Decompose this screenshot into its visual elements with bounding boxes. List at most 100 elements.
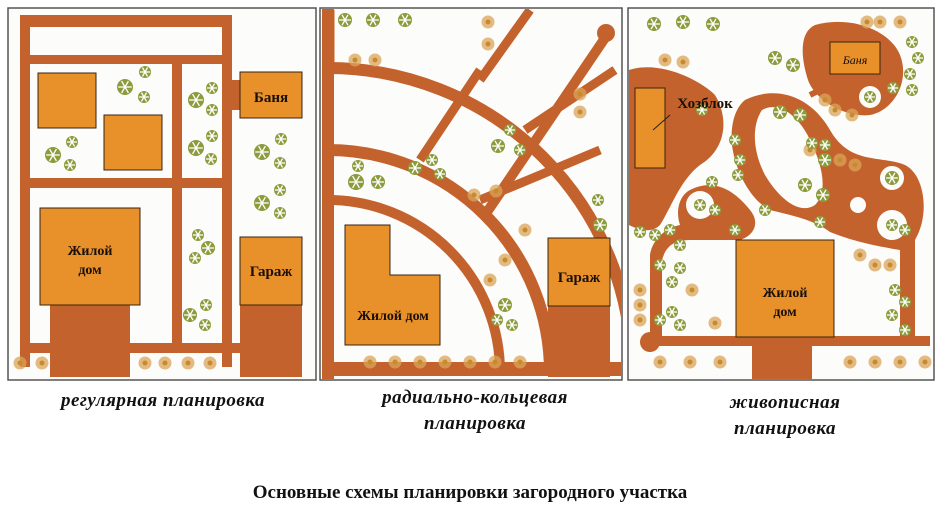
shrub-icon (833, 153, 847, 167)
tree-icon (706, 176, 718, 188)
tree-icon (906, 36, 918, 48)
radial-path (476, 9, 534, 83)
garage (547, 237, 611, 307)
tree-icon (434, 168, 446, 180)
tree-icon (45, 147, 61, 163)
diagram-title: Основные схемы планировки загородного уч… (252, 482, 688, 503)
shrub-icon (860, 15, 874, 29)
tree-icon (634, 226, 646, 238)
shrub-icon (633, 313, 647, 327)
shrub-icon (843, 355, 857, 369)
path-end (597, 24, 615, 42)
tree-icon (674, 239, 686, 251)
shrub-icon (463, 355, 477, 369)
path (172, 62, 182, 347)
shrub-icon (467, 188, 481, 202)
tree-icon (254, 144, 270, 160)
outbuilding (37, 72, 97, 129)
tree-icon (734, 154, 746, 166)
label-bath: Баня (254, 90, 288, 106)
shrub-icon (13, 356, 27, 370)
tree-icon (64, 159, 76, 171)
shrub-icon (438, 355, 452, 369)
shrub-icon (845, 108, 859, 122)
shrub-icon (818, 93, 832, 107)
tree-icon (274, 207, 286, 219)
tree-icon (899, 296, 911, 308)
tree-icon (408, 161, 422, 175)
shrub-icon (868, 258, 882, 272)
tree-icon (814, 216, 826, 228)
tree-icon (371, 175, 385, 189)
shrub-icon (676, 55, 690, 69)
shrub-icon (633, 283, 647, 297)
tree-icon (793, 108, 807, 122)
shrub-icon (481, 15, 495, 29)
tree-icon (816, 188, 830, 202)
ring-path (327, 62, 621, 318)
shrub-icon (653, 355, 667, 369)
tree-icon (759, 204, 771, 216)
tree-icon (696, 104, 708, 116)
shrub-icon (848, 158, 862, 172)
tree-icon (206, 82, 218, 94)
driveway (548, 305, 610, 377)
shrub-icon (893, 15, 907, 29)
driveway (752, 330, 812, 379)
tree-icon (676, 15, 690, 29)
tree-icon (192, 229, 204, 241)
panel-radial (319, 7, 623, 381)
garage (239, 236, 303, 306)
shrub-icon (573, 105, 587, 119)
tree-icon (506, 319, 518, 331)
tree-icon (504, 124, 516, 136)
shrub-icon (489, 184, 503, 198)
house (39, 207, 141, 306)
tree-icon (906, 84, 918, 96)
tree-icon (899, 224, 911, 236)
tree-icon (819, 139, 831, 151)
tree-icon (818, 153, 832, 167)
tree-icon (694, 199, 706, 211)
shrub-icon (413, 355, 427, 369)
tree-icon (649, 229, 661, 241)
path (222, 80, 242, 110)
tree-icon (491, 139, 505, 153)
tree-icon (729, 134, 741, 146)
tree-icon (206, 130, 218, 142)
shrub-icon (488, 355, 502, 369)
tree-icon (366, 13, 380, 27)
tree-icon (786, 58, 800, 72)
driveway (50, 305, 130, 377)
house (344, 224, 441, 346)
ring-path (327, 195, 505, 373)
tree-icon (183, 308, 197, 322)
tree-icon (205, 153, 217, 165)
tree-icon (709, 204, 721, 216)
tree-icon (201, 241, 215, 255)
tree-icon (773, 105, 787, 119)
bath (239, 71, 303, 119)
bath (829, 41, 881, 75)
shrub-icon (368, 53, 382, 67)
tree-icon (732, 169, 744, 181)
shrub-icon (158, 356, 172, 370)
house (735, 239, 835, 338)
shrub-icon (708, 316, 722, 330)
caption-landscape: живописная планировка (729, 392, 841, 439)
label-bath: Баня (842, 53, 868, 67)
tree-icon (666, 276, 678, 288)
path-end (640, 332, 660, 352)
tree-icon (674, 262, 686, 274)
tree-icon (592, 194, 604, 206)
label-garage: Гараж (250, 264, 293, 280)
shrub-icon (388, 355, 402, 369)
shrub-icon (35, 356, 49, 370)
shrub-icon (573, 87, 587, 101)
radial-path (416, 67, 484, 163)
tree-icon (66, 136, 78, 148)
tree-icon (352, 160, 364, 172)
shrub-icon (348, 53, 362, 67)
shrub-icon (868, 355, 882, 369)
